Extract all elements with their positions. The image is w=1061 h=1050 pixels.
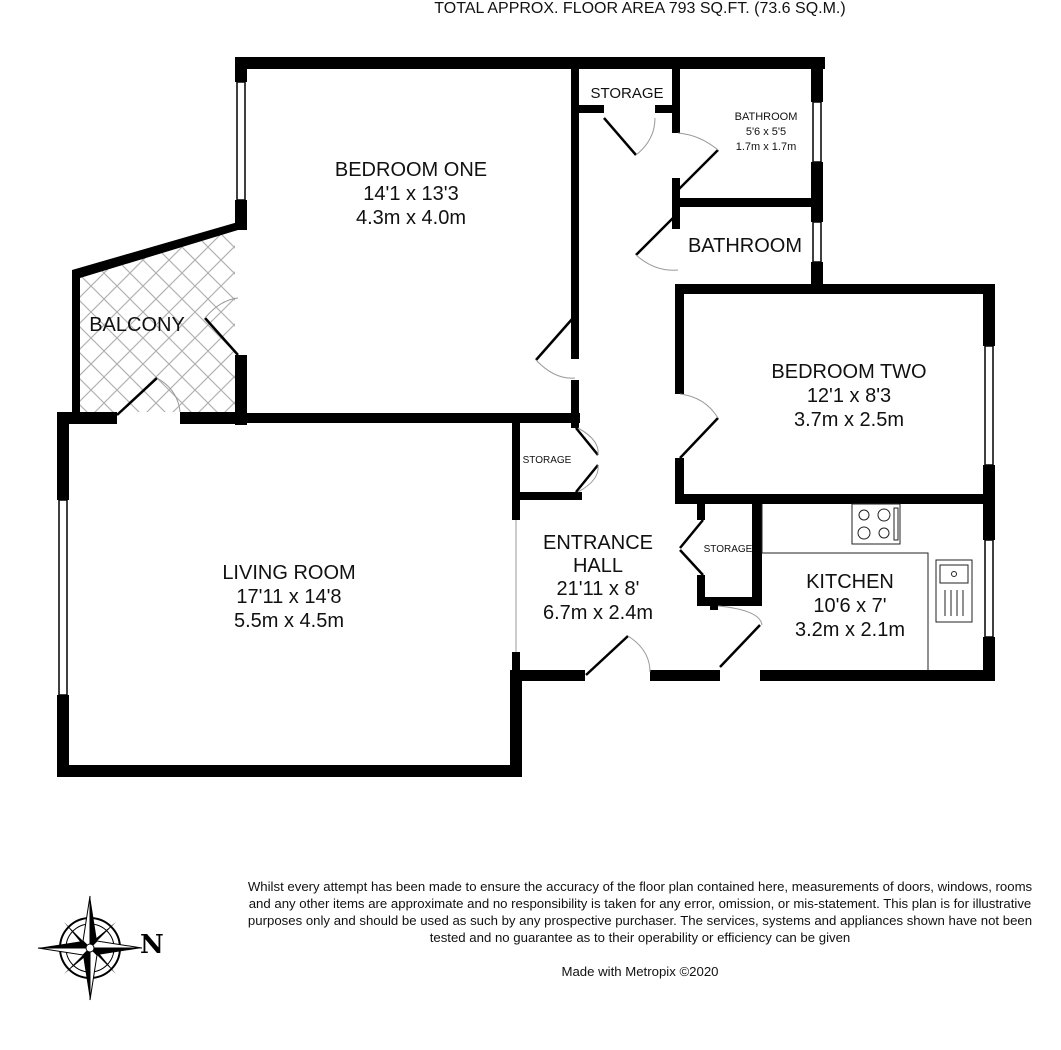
entrance-hall-name-1: ENTRANCE xyxy=(543,532,653,554)
made-with-credit: Made with Metropix ©2020 xyxy=(561,964,719,979)
room-bedroom-two: BEDROOM TWO 12'1 x 8'3 3.7m x 2.5m xyxy=(771,361,926,431)
storage-kitchen-label: STORAGE xyxy=(704,544,753,555)
bedroom-two-metric: 3.7m x 2.5m xyxy=(794,409,904,431)
compass-north-label: N xyxy=(140,930,164,960)
balcony-area xyxy=(75,228,235,412)
bedroom-two-imperial: 12'1 x 8'3 xyxy=(807,385,891,407)
kitchen-imperial: 10'6 x 7' xyxy=(813,595,886,617)
entrance-hall-name-2: HALL xyxy=(573,555,623,577)
kitchen-fixtures xyxy=(761,503,973,670)
kitchen-metric: 3.2m x 2.1m xyxy=(795,619,905,641)
entrance-hall-metric: 6.7m x 2.4m xyxy=(543,602,653,624)
room-bathroom-small: BATHROOM 5'6 x 5'5 1.7m x 1.7m xyxy=(735,111,798,153)
room-bedroom-one: BEDROOM ONE 14'1 x 13'3 4.3m x 4.0m xyxy=(335,159,487,229)
bathroom-small-imperial: 5'6 x 5'5 xyxy=(746,126,786,138)
bathroom-small-name: BATHROOM xyxy=(735,111,798,123)
living-room-name: LIVING ROOM xyxy=(222,562,355,584)
bedroom-one-metric: 4.3m x 4.0m xyxy=(356,207,466,229)
living-room-imperial: 17'11 x 14'8 xyxy=(236,586,341,608)
walls xyxy=(57,57,995,777)
windows xyxy=(58,81,994,696)
bedroom-one-imperial: 14'1 x 13'3 xyxy=(363,183,459,205)
bathroom-small-metric: 1.7m x 1.7m xyxy=(736,141,797,153)
compass-rose-icon xyxy=(37,895,143,1001)
bedroom-two-name: BEDROOM TWO xyxy=(771,361,926,383)
bathroom-label: BATHROOM xyxy=(688,235,802,257)
storage-top-label: STORAGE xyxy=(590,85,663,102)
hob-icon xyxy=(851,503,901,545)
balcony-label: BALCONY xyxy=(89,314,185,336)
storage-mid-label: STORAGE xyxy=(523,455,572,466)
room-kitchen: KITCHEN 10'6 x 7' 3.2m x 2.1m xyxy=(795,571,905,641)
disclaimer-text: Whilst every attempt has been made to en… xyxy=(247,879,1033,945)
room-living-room: LIVING ROOM 17'11 x 14'8 5.5m x 4.5m xyxy=(222,562,355,632)
room-entrance-hall: ENTRANCE HALL 21'11 x 8' 6.7m x 2.4m xyxy=(543,532,653,624)
living-room-metric: 5.5m x 4.5m xyxy=(234,610,344,632)
entrance-hall-imperial: 21'11 x 8' xyxy=(557,578,640,600)
kitchen-name: KITCHEN xyxy=(806,571,894,593)
total-floor-area: TOTAL APPROX. FLOOR AREA 793 SQ.FT. (73.… xyxy=(434,0,846,17)
doors xyxy=(116,117,763,676)
bedroom-one-name: BEDROOM ONE xyxy=(335,159,487,181)
sink-icon xyxy=(935,559,973,623)
